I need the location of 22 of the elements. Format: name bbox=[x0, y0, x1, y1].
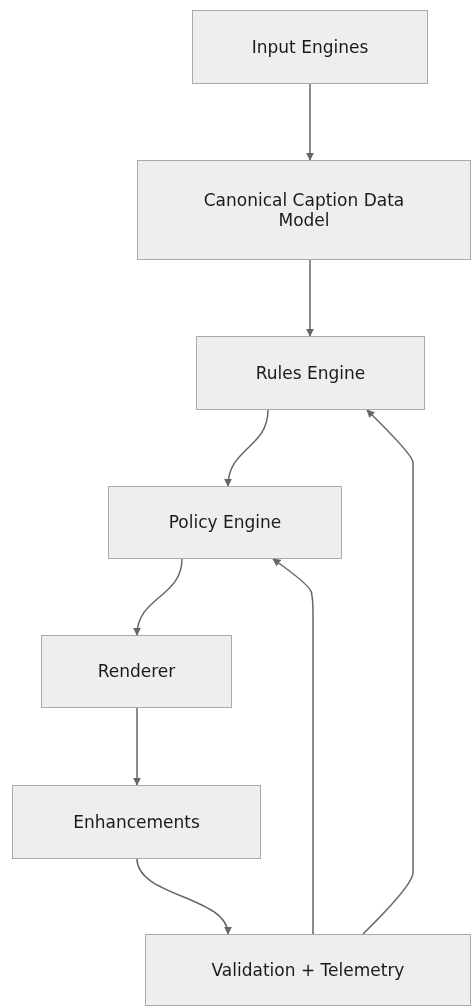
box-label: Policy Engine bbox=[168, 512, 282, 533]
arrow bbox=[136, 858, 231, 935]
arrow bbox=[306, 259, 314, 337]
process-box bbox=[41, 635, 232, 708]
box-label: Enhancements bbox=[73, 811, 200, 833]
arrow bbox=[133, 558, 183, 636]
arrow bbox=[224, 409, 269, 487]
box-label: Input Engines bbox=[251, 36, 369, 58]
box-label: Rules Engine bbox=[255, 362, 366, 384]
arrow bbox=[133, 707, 141, 786]
process-box bbox=[108, 486, 342, 559]
arrow bbox=[362, 409, 414, 935]
box-label: Canonical Caption Data Model bbox=[202, 189, 406, 231]
box-label: Validation + Telemetry bbox=[211, 959, 405, 981]
process-box bbox=[12, 785, 261, 859]
arrow bbox=[272, 558, 314, 935]
arrow bbox=[306, 83, 314, 161]
process-box bbox=[192, 10, 428, 84]
process-box bbox=[137, 160, 471, 260]
process-box bbox=[196, 336, 425, 410]
process-box bbox=[145, 934, 471, 1006]
box-label: Renderer bbox=[97, 661, 176, 682]
